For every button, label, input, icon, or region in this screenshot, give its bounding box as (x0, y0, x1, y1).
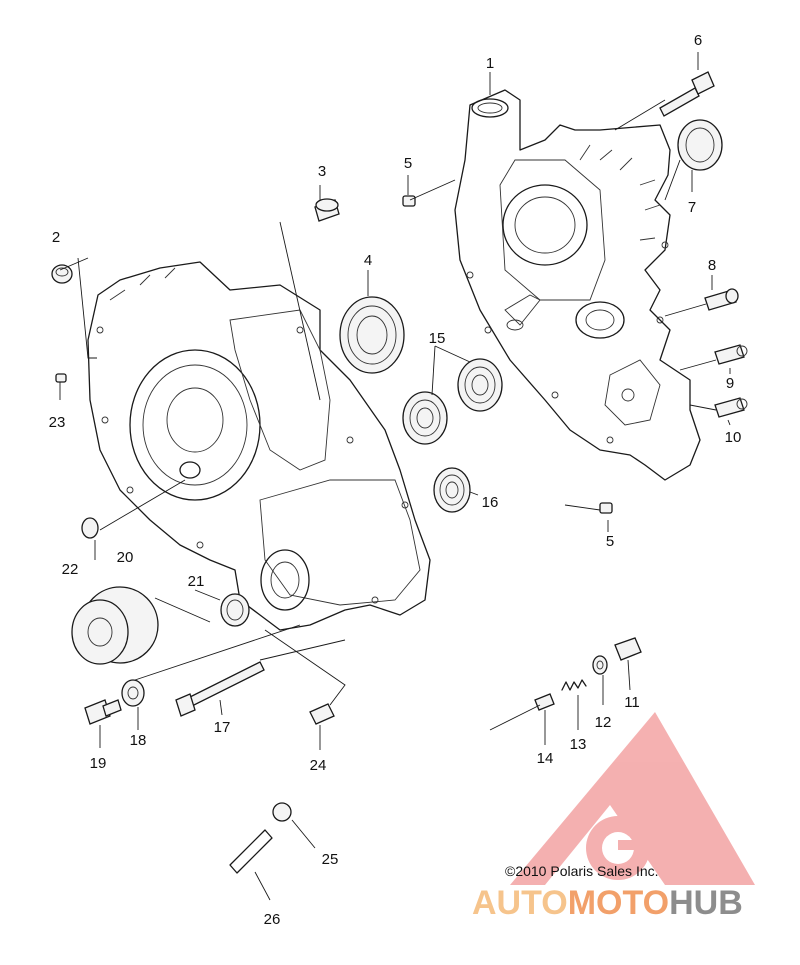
watermark-part-auto: AUTO (472, 884, 568, 922)
svg-text:AUTOMOTOHUB: AUTOMOTOHUB (472, 884, 743, 922)
fitting-24 (309, 703, 335, 725)
watermark-part-moto: MOTO (568, 884, 669, 922)
callout-23: 23 (49, 414, 66, 431)
callout-8: 8 (708, 257, 716, 274)
rotor-20 (71, 586, 159, 665)
callout-24: 24 (310, 757, 327, 774)
bearing-16 (433, 467, 471, 513)
callout-19: 19 (90, 755, 107, 772)
sleeve-8 (704, 288, 739, 311)
washer-18 (121, 679, 145, 707)
callout-25: 25 (322, 851, 339, 868)
bearing-15-b (402, 391, 448, 445)
callout-3: 3 (318, 163, 326, 180)
callout-21: 21 (188, 573, 205, 590)
callout-7: 7 (688, 199, 696, 216)
spring-13 (561, 679, 587, 691)
seal-21 (220, 593, 250, 627)
plug-19 (84, 699, 122, 725)
plunger-14 (534, 693, 555, 711)
callout-13: 13 (570, 736, 587, 753)
watermark-logo (510, 712, 755, 885)
callout-1: 1 (486, 55, 494, 72)
callout-10: 10 (725, 429, 742, 446)
dowel-5-bottom (599, 502, 613, 514)
callout-18: 18 (130, 732, 147, 749)
callout-5-top: 5 (404, 155, 412, 172)
callout-22: 22 (62, 561, 79, 578)
fitting-10 (714, 397, 748, 418)
bolt-17 (175, 661, 265, 717)
fitting-9 (714, 344, 748, 365)
callout-6: 6 (694, 32, 702, 49)
callout-26: 26 (264, 911, 281, 928)
callout-16: 16 (482, 494, 499, 511)
copyright-text: ©2010 Polaris Sales Inc. (505, 863, 659, 879)
sleeve-25 (272, 802, 292, 822)
callout-labels: 1 2 3 4 5 5 6 7 8 9 10 11 12 13 14 15 16… (49, 32, 742, 928)
washer-12 (592, 655, 608, 675)
bearing-15-a (457, 358, 503, 412)
bolt-6 (659, 71, 715, 117)
dowel-23 (55, 373, 67, 383)
callout-9: 9 (726, 375, 734, 392)
plug-22 (81, 517, 99, 539)
sleeve-3 (314, 198, 340, 222)
crankcase-left-half (87, 261, 431, 631)
watermark-text: AUTOMOTOHUB (472, 884, 743, 922)
hose-26 (229, 829, 273, 874)
callout-4: 4 (364, 252, 372, 269)
callout-20: 20 (117, 549, 134, 566)
callout-12: 12 (595, 714, 612, 731)
dowel-5-top (402, 195, 416, 207)
sleeve-2 (51, 264, 73, 284)
leader-lines (59, 52, 731, 901)
callout-5-bottom: 5 (606, 533, 614, 550)
callout-2: 2 (52, 229, 60, 246)
bearing-4 (339, 296, 405, 374)
callout-11: 11 (624, 694, 640, 711)
callout-15: 15 (429, 330, 446, 347)
callout-14: 14 (537, 750, 554, 767)
bolt-11 (614, 637, 642, 661)
callout-17: 17 (214, 719, 231, 736)
watermark-part-hub: HUB (669, 884, 743, 922)
seal-7 (677, 119, 723, 171)
crankcase-right-half (454, 89, 701, 481)
